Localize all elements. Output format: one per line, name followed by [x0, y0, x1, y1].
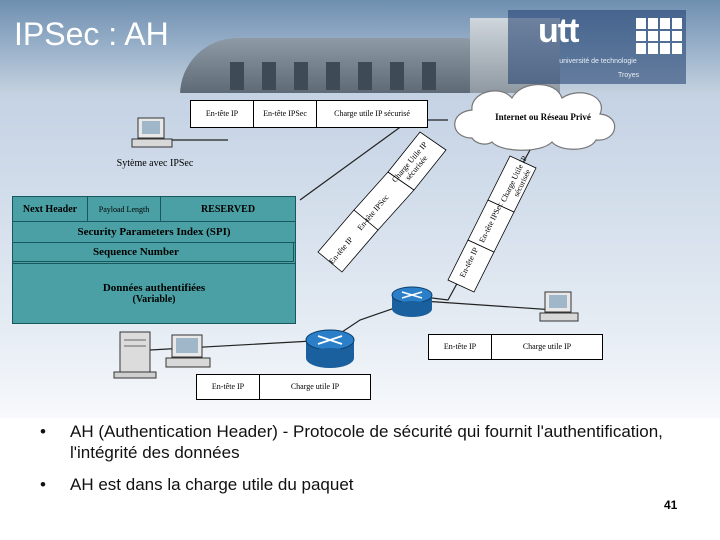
reserved-field: RESERVED — [160, 196, 296, 222]
logo-city: Troyes — [618, 72, 640, 79]
auth-data-label: Données authentifiées — [102, 282, 206, 294]
page-number: 41 — [664, 498, 678, 512]
sequence-number-field: Sequence Number — [12, 242, 294, 262]
packet-strip-payload — [487, 155, 537, 213]
packet-strip-payload — [387, 131, 447, 191]
bullet-marker: • — [40, 475, 46, 494]
header-banner: IPSec : AH utt université de technologie… — [0, 0, 720, 95]
cloud-icon — [454, 84, 616, 151]
link-line — [149, 299, 419, 351]
payload-length-field: Payload Length — [87, 196, 161, 222]
router-icon — [305, 329, 355, 368]
packet-payload: Charge utile IP — [259, 374, 371, 400]
workstation-icon — [131, 117, 173, 148]
building-window — [422, 62, 436, 90]
link-line — [407, 299, 556, 311]
packet-ip-header: En-tête IP — [190, 100, 254, 128]
router-icon — [391, 286, 433, 317]
auth-data-variable: (Variable) — [132, 294, 176, 305]
building-window — [390, 62, 404, 90]
logo-squares — [636, 18, 682, 54]
building-window — [262, 62, 276, 90]
utt-logo: utt université de technologie Troyes — [508, 10, 686, 84]
packet-ip-header: En-tête IP — [196, 374, 260, 400]
building-window — [294, 62, 308, 90]
spi-field: Security Parameters Index (SPI) — [12, 221, 296, 243]
packet-payload: Charge utile IP sécurisé — [316, 100, 428, 128]
packet-ipsec-header: En-tête IPSec — [253, 100, 317, 128]
building-window — [326, 62, 340, 90]
next-header-field: Next Header — [12, 196, 88, 222]
packet-ip-header: En-tête IP — [428, 334, 492, 360]
workstation-icon — [165, 334, 211, 368]
auth-data-field: Données authentifiées (Variable) — [12, 263, 296, 324]
logo-text: utt — [538, 12, 579, 50]
packet-payload: Charge utile IP — [491, 334, 603, 360]
cloud-label: Internet ou Réseau Privé — [495, 112, 591, 122]
slide-title: IPSec : AH — [14, 16, 169, 52]
logo-subtitle: université de technologie — [559, 58, 637, 65]
bullet-text: AH (Authentication Header) - Protocole d… — [70, 422, 663, 462]
building-window — [230, 62, 244, 90]
bullet-text: AH est dans la charge utile du paquet — [70, 475, 354, 494]
system-label: Sytème avec IPSec — [116, 158, 194, 169]
server-icon — [113, 331, 157, 379]
workstation-icon — [539, 291, 579, 322]
bullet-marker: • — [40, 422, 46, 441]
building-window — [358, 62, 372, 90]
